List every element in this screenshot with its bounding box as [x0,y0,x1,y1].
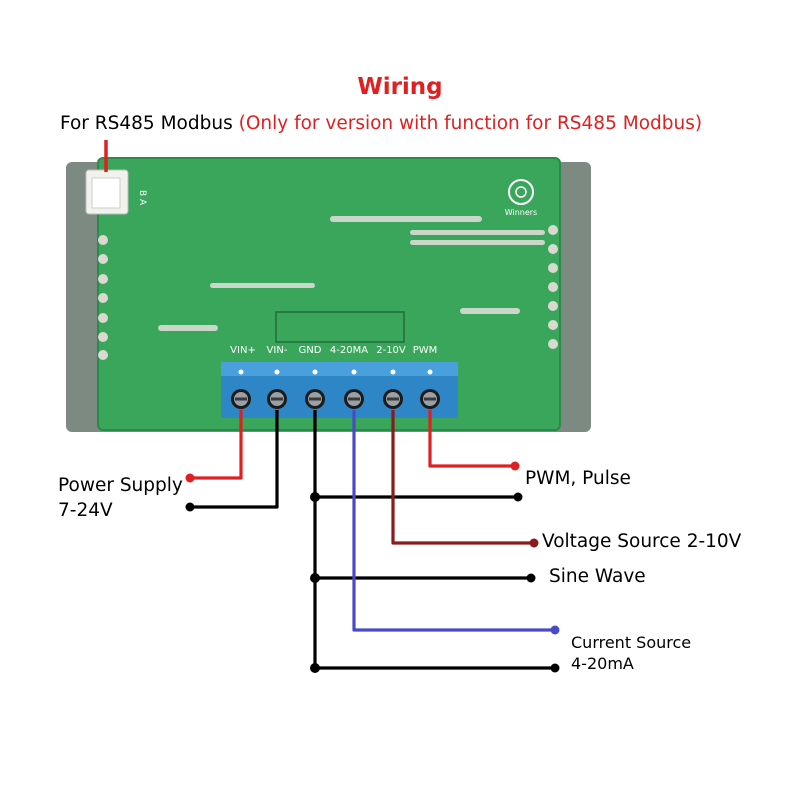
left-pins [98,235,108,360]
terminal-screw [383,369,403,409]
pwm-label: PWM, Pulse [525,468,631,489]
wire-2-10v [391,410,534,545]
wires [190,410,555,670]
device-module: B A Winners VIN+ VIN- GND 4-20MA 2-10V PWM [66,157,591,432]
rs485-connector: B A [85,169,147,215]
dot-voltage [529,538,539,548]
dot-current [550,625,560,635]
terminal-screw [231,369,251,409]
logo-text: Winners [505,208,537,217]
rs485-prefix: For RS485 Modbus [60,113,233,134]
terminal-screw [305,369,325,409]
current-source-line2: 4-20mA [571,654,634,673]
terminal-label: 4-20MA [330,345,368,356]
pcb-headers [158,216,545,331]
wire-dots [185,461,560,673]
rs485-note: (Only for version with function for RS48… [238,113,703,134]
terminal-screw [344,369,364,409]
current-source-line1: Current Source [571,633,692,652]
terminal-label: PWM [413,345,438,356]
dot-current-gnd [550,663,560,673]
junction-gnd-3 [310,663,320,673]
wire-pwm [428,410,515,468]
terminal-label: 2-10V [376,345,406,356]
junction-gnd-1 [310,492,320,502]
right-pins [548,225,558,349]
pcb-outline [275,311,405,343]
dot-vin-plus [185,473,195,483]
wire-vin-minus [190,410,279,509]
wire-vin-plus [190,410,243,480]
terminal-block [221,362,458,418]
power-supply-line1: Power Supply [58,475,183,496]
power-supply-line2: 7-24V [58,500,113,521]
winners-logo: Winners [505,179,537,217]
terminal-screw [267,369,287,409]
junction-gnd-2 [310,573,320,583]
rs485-label: For RS485 Modbus (Only for version with … [60,113,702,134]
current-source-label: Current Source 4-20mA [571,632,691,674]
terminal-label: VIN- [267,345,288,356]
terminal-label: VIN+ [230,345,256,356]
dot-sine [526,573,536,583]
connector-silkscreen: B A [137,190,147,206]
dot-vin-minus [185,502,195,512]
dot-pwm [510,461,520,471]
diagram-title: Wiring [357,74,443,100]
terminal-label: GND [299,345,322,356]
terminal-screw [420,369,440,409]
sine-wave-label: Sine Wave [549,566,646,587]
power-supply-label: Power Supply 7-24V [58,473,183,523]
wire-4-20ma [352,410,555,632]
dot-pwm-gnd [513,492,523,502]
voltage-source-label: Voltage Source 2-10V [542,531,742,552]
